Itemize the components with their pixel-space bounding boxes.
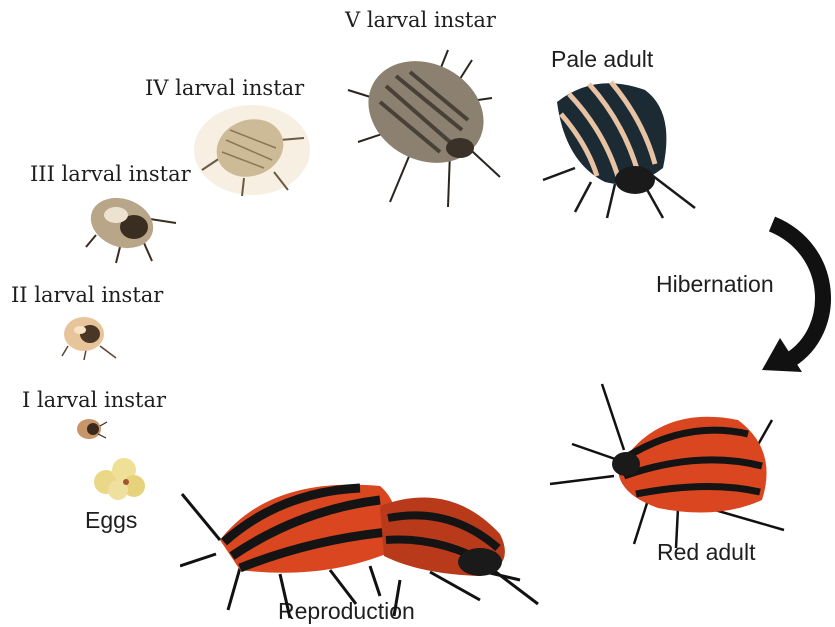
iv-instar-bug [192, 100, 312, 200]
red-adult-bug [548, 380, 788, 550]
ii-instar-bug [58, 310, 120, 360]
v-instar-bug [340, 42, 510, 217]
reproduction-bugs [180, 470, 550, 620]
label-eggs: Eggs [85, 509, 137, 532]
label-pale-adult: Pale adult [551, 48, 653, 71]
label-iv-instar: IV larval instar [145, 78, 304, 99]
pale-adult-bug [535, 72, 705, 222]
label-i-instar: I larval instar [22, 390, 166, 411]
i-instar-bug [74, 416, 108, 442]
label-ii-instar: II larval instar [11, 285, 163, 306]
hibernation-arrow-icon [740, 210, 835, 380]
label-v-instar: V larval instar [345, 10, 496, 31]
label-iii-instar: III larval instar [30, 164, 191, 185]
egg-cluster-icon [90, 452, 152, 502]
iii-instar-bug [80, 185, 180, 265]
